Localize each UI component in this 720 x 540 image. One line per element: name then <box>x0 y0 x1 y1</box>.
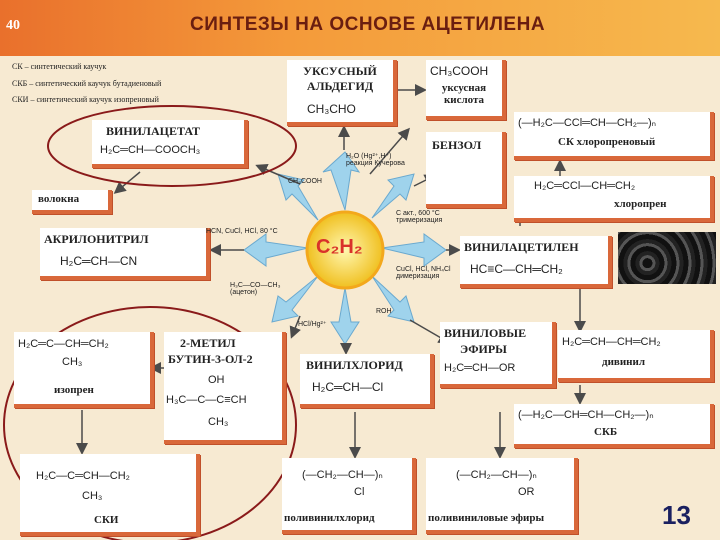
fibers-name: волокна <box>38 193 80 205</box>
highlight-ellipse <box>3 306 297 540</box>
acrylonitrile-formula: H₂C═CH—CN <box>60 254 138 268</box>
header-bar <box>0 0 720 56</box>
vinylacetylene-box: ВИНИЛАЦЕТИЛЕН HC≡C—CH═CH₂ <box>460 236 612 288</box>
polyvinyl-ethers-box: (—CH₂—CH—)ₙ OR поливиниловые эфиры <box>426 458 578 534</box>
methylbutynol-box: 2-МЕТИЛ БУТИН-3-ОЛ-2 OH H₃C—C—C≡CH CH₃ <box>164 332 286 444</box>
condition-dimer: CuCl, HCl, NH₄Cl димеризация <box>396 266 451 280</box>
vinyl-acetate-formula: H₂C═CH—COOCH₃ <box>100 144 201 156</box>
tires-photo <box>618 232 716 284</box>
isoprene-name: изопрен <box>54 384 94 396</box>
page-number: 40 <box>6 18 20 33</box>
condition-hcn: HCN, CuCl, HCl, 80 °C <box>206 228 278 235</box>
acrylonitrile-name: АКРИЛОНИТРИЛ <box>44 232 149 246</box>
methylbutynol-oh: OH <box>208 374 225 386</box>
methylbutynol-name: БУТИН-3-ОЛ-2 <box>168 352 253 366</box>
vinyl-chloride-box: ВИНИЛХЛОРИД H₂C═CH—Cl <box>300 354 434 408</box>
divinyl-name: дивинил <box>602 356 646 368</box>
vinyl-acetate-box: ВИНИЛАЦЕТАТ H₂C═CH—COOCH₃ <box>92 120 248 168</box>
chloroprene-name: хлоропрен <box>614 198 667 210</box>
acetylene-formula: C₂H₂ <box>316 236 363 258</box>
isoprene-formula: H₂C═C—CH═CH₂ <box>18 338 109 350</box>
condition-kucherov: H₂O (Hg²⁺,H⁺) реакция Кучерова <box>346 153 405 167</box>
fibers-box: волокна <box>32 190 112 214</box>
pvc-formula: (—CH₂—CH—)ₙ <box>302 469 383 481</box>
acetic-acid-formula: CH₃COOH <box>430 64 489 78</box>
condition-trimer: C акт., 600 °C тримеризация <box>396 210 443 224</box>
acetic-acid-box: CH₃COOH уксусная кислота <box>426 60 506 120</box>
acrylonitrile-box: АКРИЛОНИТРИЛ H₂C═CH—CN <box>40 228 210 280</box>
polyvinyl-ethers-name: поливиниловые эфиры <box>428 512 545 524</box>
vinyl-acetate-name: ВИНИЛАЦЕТАТ <box>106 124 200 138</box>
ski-methyl: CH₃ <box>82 490 103 502</box>
condition-roh: ROH <box>376 308 392 315</box>
vinyl-ethers-formula: H₂C═CH—OR <box>444 362 516 374</box>
methylbutynol-formula: H₃C—C—C≡CH <box>166 394 247 406</box>
page-title: СИНТЕЗЫ НА ОСНОВЕ АЦЕТИЛЕНА <box>190 14 546 35</box>
highlight-ellipse <box>47 105 297 187</box>
chloroprene-formula: H₂C═CCl—CH═CH₂ <box>534 180 636 192</box>
vinylacetylene-formula: HC≡C—CH═CH₂ <box>470 262 563 276</box>
ski-box: H₂C—C═CH—CH₂ CH₃ СКИ <box>20 454 200 536</box>
pvc-box: (—CH₂—CH—)ₙ Cl поливинилхлорид <box>282 458 416 534</box>
legend-line: СКИ – синтетический каучук изопреновый <box>12 95 159 104</box>
benzene-name: БЕНЗОЛ <box>432 138 482 152</box>
divinyl-box: H₂C═CH—CH═CH₂ дивинил <box>558 330 714 382</box>
pvc-chlorine: Cl <box>354 486 365 498</box>
methylbutynol-name: 2-МЕТИЛ <box>180 336 236 350</box>
methylbutynol-methyl: CH₃ <box>208 416 229 428</box>
polyvinyl-ethers-or: OR <box>518 486 535 498</box>
isoprene-box: H₂C═C—CH═CH₂ CH₃ изопрен <box>14 332 154 408</box>
vinyl-ethers-name: ВИНИЛОВЫЕ <box>444 326 527 340</box>
vinyl-ethers-box: ВИНИЛОВЫЕ ЭФИРЫ H₂C═CH—OR <box>440 322 556 388</box>
chloroprene-box: H₂C═CCl—CH═CH₂ хлоропрен <box>514 176 714 222</box>
divinyl-formula: H₂C═CH—CH═CH₂ <box>562 336 661 348</box>
benzene-box: БЕНЗОЛ <box>426 132 506 208</box>
legend-line: СКБ – синтетический каучук бутадиеновый <box>12 79 162 88</box>
slide-number: 13 <box>662 500 691 530</box>
acetaldehyde-box: УКСУСНЫЙ АЛЬДЕГИД CH₃CHO <box>287 60 397 126</box>
condition-acetic: CH₃COOH <box>288 178 322 185</box>
skb-formula: (—H₂C—CH═CH—CH₂—)ₙ <box>518 409 654 421</box>
acetaldehyde-name: УКСУСНЫЙ АЛЬДЕГИД <box>303 64 377 93</box>
polyvinyl-ethers-formula: (—CH₂—CH—)ₙ <box>456 469 537 481</box>
ski-name: СКИ <box>94 514 119 526</box>
reaction-rays <box>243 151 447 345</box>
legend-line: СК – синтетический каучук <box>12 62 107 71</box>
chloroprene-rubber-name: СК хлоропреновый <box>558 136 656 148</box>
chloroprene-rubber-box: (—H₂C—CCl═CH—CH₂—)ₙ СК хлоропреновый <box>514 112 714 160</box>
acetic-acid-name: уксусная кислота <box>441 82 487 106</box>
pvc-name: поливинилхлорид <box>284 512 375 524</box>
vinyl-chloride-formula: H₂C═CH—Cl <box>312 380 384 394</box>
ski-formula: H₂C—C═CH—CH₂ <box>36 470 130 482</box>
isoprene-methyl: CH₃ <box>62 356 83 368</box>
vinyl-chloride-name: ВИНИЛХЛОРИД <box>306 358 403 372</box>
center-circle <box>305 210 385 290</box>
condition-hcl: HCl/Hg²⁺ <box>298 321 327 328</box>
chloroprene-rubber-formula: (—H₂C—CCl═CH—CH₂—)ₙ <box>518 117 657 129</box>
vinyl-ethers-name: ЭФИРЫ <box>460 342 507 356</box>
vinylacetylene-name: ВИНИЛАЦЕТИЛЕН <box>464 240 579 254</box>
condition-acetone: H₃C—CO—CH₃ (ацетон) <box>230 282 281 296</box>
skb-name: СКБ <box>594 426 618 438</box>
skb-box: (—H₂C—CH═CH—CH₂—)ₙ СКБ <box>514 404 714 448</box>
acetaldehyde-formula: CH₃CHO <box>307 102 356 116</box>
